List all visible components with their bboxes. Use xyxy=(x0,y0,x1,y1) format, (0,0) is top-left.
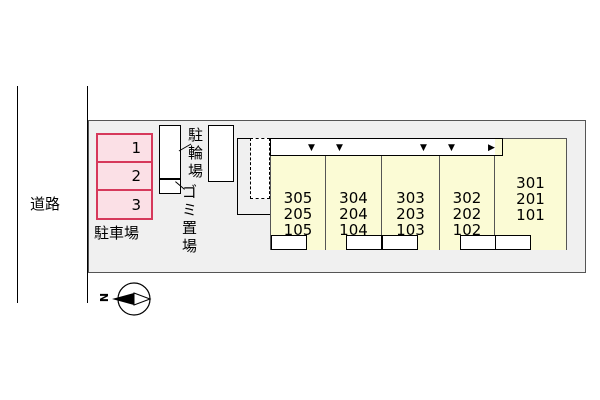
unit-column-302: 302 202 102 xyxy=(440,156,496,250)
unit-number: 301 xyxy=(516,174,545,192)
unit-number: 201 xyxy=(516,190,545,208)
unit-number: 204 xyxy=(339,205,368,223)
unit-entrance xyxy=(382,235,418,250)
unit-number: 303 xyxy=(396,189,425,207)
unit-number: 101 xyxy=(516,206,545,224)
parking-slot-number: 3 xyxy=(131,195,141,214)
road-line-right xyxy=(87,86,88,303)
unit-number: 102 xyxy=(452,221,482,239)
unit-column-305: 305 205 105 xyxy=(271,156,326,250)
unit-number: 202 xyxy=(452,205,482,223)
unit-entrance xyxy=(271,235,307,250)
road-line-left xyxy=(17,86,18,303)
parking-slot-2: 2 xyxy=(96,161,153,191)
parking-slot-number: 2 xyxy=(131,167,141,185)
arrow-down-icon: ▼ xyxy=(420,143,427,153)
unit-number: 304 xyxy=(339,189,368,207)
stair-area xyxy=(250,138,270,199)
unit-number: 302 xyxy=(452,189,482,207)
parking-label: 駐車場 xyxy=(94,224,140,242)
unit-number: 104 xyxy=(339,221,368,239)
garbage-label: ゴミ置場 xyxy=(181,183,197,255)
unit-column-304: 304 204 104 xyxy=(326,156,382,250)
unit-entrance xyxy=(495,235,531,250)
unit-number: 103 xyxy=(396,221,425,239)
compass-icon xyxy=(112,282,152,316)
unit-column-303: 303 203 103 xyxy=(382,156,440,250)
bicycle-parking-label: 駐輪場 xyxy=(187,126,203,180)
arrow-down-icon: ▼ xyxy=(308,143,315,153)
corridor-overlay xyxy=(270,138,503,156)
unit-entrance xyxy=(346,235,382,250)
garbage-box-lower xyxy=(159,179,181,194)
compass: N xyxy=(98,282,156,316)
unit-number: 205 xyxy=(283,205,313,223)
garbage-box-upper xyxy=(159,125,181,179)
arrow-down-icon: ▼ xyxy=(336,143,343,153)
unit-number: 305 xyxy=(283,189,313,207)
arrow-down-icon: ▼ xyxy=(448,143,455,153)
parking-slot-1: 1 xyxy=(96,133,153,163)
bicycle-parking-box xyxy=(208,125,234,182)
unit-number: 105 xyxy=(283,221,313,239)
unit-entrance xyxy=(460,235,496,250)
arrow-right-icon: ▶ xyxy=(488,143,495,153)
unit-column-301: 301 201 101 xyxy=(495,138,566,250)
unit-number: 203 xyxy=(396,205,425,223)
road-label: 道路 xyxy=(30,195,61,213)
parking-slot-3: 3 xyxy=(96,189,153,220)
parking-slot-number: 1 xyxy=(131,139,141,157)
